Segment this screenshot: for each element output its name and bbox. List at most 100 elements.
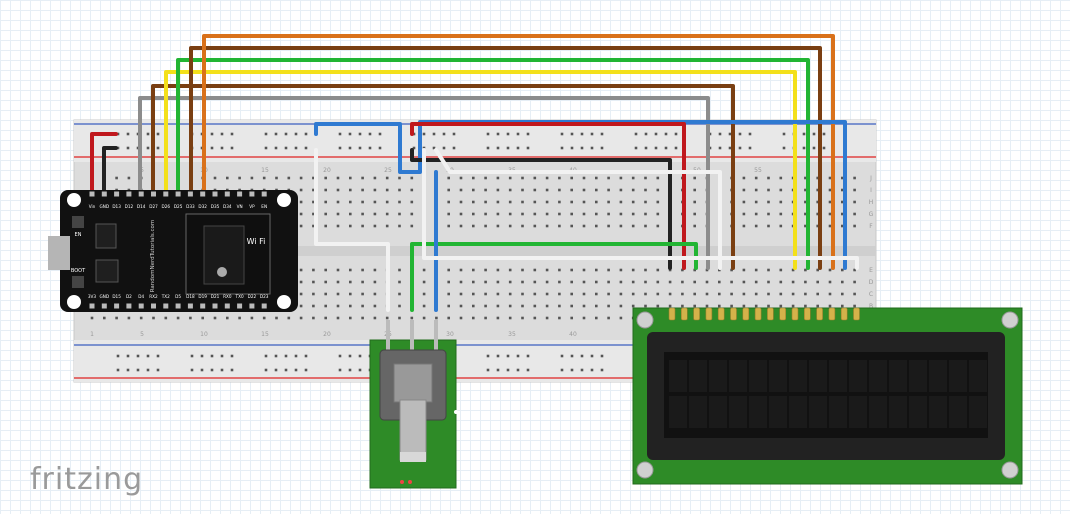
rail-hole: [294, 368, 298, 372]
breadboard-hole: [398, 292, 401, 296]
breadboard-hole: [521, 304, 524, 308]
esp32-pin-label: RX0: [223, 294, 232, 299]
breadboard-hole: [373, 176, 377, 180]
breadboard-hole: [496, 212, 500, 216]
breadboard-hole: [582, 176, 586, 180]
rail-hole: [486, 354, 490, 358]
breadboard-hole: [521, 212, 524, 216]
breadboard-hole: [349, 176, 352, 180]
rail-hole: [358, 146, 362, 150]
breadboard-hole: [853, 280, 856, 284]
breadboard-hole: [619, 200, 623, 204]
breadboard-hole: [533, 304, 537, 308]
breadboard-hole: [521, 188, 524, 192]
screw-icon: [636, 311, 654, 329]
pot-knob[interactable]: [399, 399, 427, 461]
breadboard-hole: [435, 316, 438, 320]
breadboard-hole: [779, 268, 783, 272]
breadboard-hole: [496, 224, 500, 228]
boot-button[interactable]: [72, 276, 84, 288]
breadboard-hole: [804, 268, 807, 272]
breadboard-hole: [693, 292, 696, 296]
breadboard-hole: [779, 224, 783, 228]
wire-white-lcd: [422, 148, 859, 270]
rail-hole: [294, 146, 298, 150]
lcd-char-cell: [749, 360, 767, 392]
breadboard-hole: [422, 292, 426, 296]
breadboard-hole: [631, 200, 635, 204]
breadboard-hole: [693, 212, 696, 216]
breadboard-hole: [533, 224, 537, 228]
en-button[interactable]: [72, 216, 84, 228]
column-number: 25: [384, 167, 392, 174]
breadboard-hole: [754, 292, 758, 296]
column-number: 15: [261, 331, 269, 338]
breadboard-hole: [570, 224, 573, 228]
breadboard-hole: [459, 224, 463, 228]
lcd-char-cell: [969, 396, 987, 428]
breadboard-hole: [336, 200, 340, 204]
breadboard-hole: [656, 200, 660, 204]
breadboard-hole: [582, 200, 586, 204]
rail-hole: [264, 354, 268, 358]
lcd-char-cell: [709, 396, 727, 428]
esp32-pin-label: 3V3: [88, 294, 97, 299]
lcd-char-cell: [929, 360, 947, 392]
breadboard-hole: [853, 268, 856, 272]
breadboard-hole: [558, 212, 561, 216]
breadboard-hole: [324, 188, 327, 192]
breadboard-hole: [262, 176, 266, 180]
esp32-pin: [138, 191, 144, 197]
rail-hole: [294, 354, 298, 358]
breadboard-hole: [841, 212, 844, 216]
breadboard-hole: [496, 176, 500, 180]
breadboard-hole: [595, 176, 598, 180]
breadboard-hole: [422, 316, 426, 320]
potentiometer[interactable]: [369, 320, 458, 489]
breadboard-hole: [422, 304, 426, 308]
column-number: 10: [200, 331, 208, 338]
rail-hole: [560, 368, 564, 372]
breadboard-hole: [656, 268, 660, 272]
breadboard-hole: [349, 316, 352, 320]
breadboard-hole: [496, 280, 500, 284]
breadboard-hole: [472, 292, 475, 296]
rail-hole: [210, 146, 214, 150]
breadboard-hole: [644, 212, 647, 216]
wifi-logo: Wi Fi: [247, 237, 266, 246]
rail-hole: [432, 132, 436, 136]
breadboard-hole: [361, 212, 364, 216]
rail-hole: [644, 132, 648, 136]
breadboard-hole: [349, 200, 352, 204]
breadboard-hole: [730, 280, 733, 284]
breadboard-hole: [619, 292, 623, 296]
breadboard-hole: [841, 268, 844, 272]
breadboard-hole: [841, 224, 844, 228]
wire-black-gnd: [102, 146, 118, 192]
breadboard-hole: [484, 200, 487, 204]
esp32-pin: [212, 303, 218, 309]
rail-hole: [432, 146, 436, 150]
esp32-pin: [163, 191, 169, 197]
wire-red-rail: [410, 122, 686, 270]
breadboard-hole: [361, 292, 364, 296]
breadboard-hole: [841, 292, 844, 296]
rail-hole: [442, 146, 446, 150]
rail-hole: [496, 368, 500, 372]
breadboard-hole: [779, 292, 783, 296]
breadboard-hole: [336, 176, 340, 180]
rail-hole: [220, 368, 224, 372]
breadboard-hole: [545, 316, 549, 320]
esp32-pin-label: VP: [249, 204, 255, 209]
breadboard-hole: [189, 316, 192, 320]
esp32-board: EN BOOT RandomNerdTutorials.com Wi Fi Vi…: [48, 190, 298, 312]
breadboard-hole: [754, 176, 758, 180]
breadboard-hole: [459, 212, 463, 216]
row-letter: I: [870, 187, 872, 194]
rail-hole: [600, 146, 604, 150]
breadboard-hole: [767, 200, 770, 204]
lcd-char-cell: [949, 396, 967, 428]
lcd-pin: [840, 307, 848, 321]
lcd-char-cell: [849, 360, 867, 392]
